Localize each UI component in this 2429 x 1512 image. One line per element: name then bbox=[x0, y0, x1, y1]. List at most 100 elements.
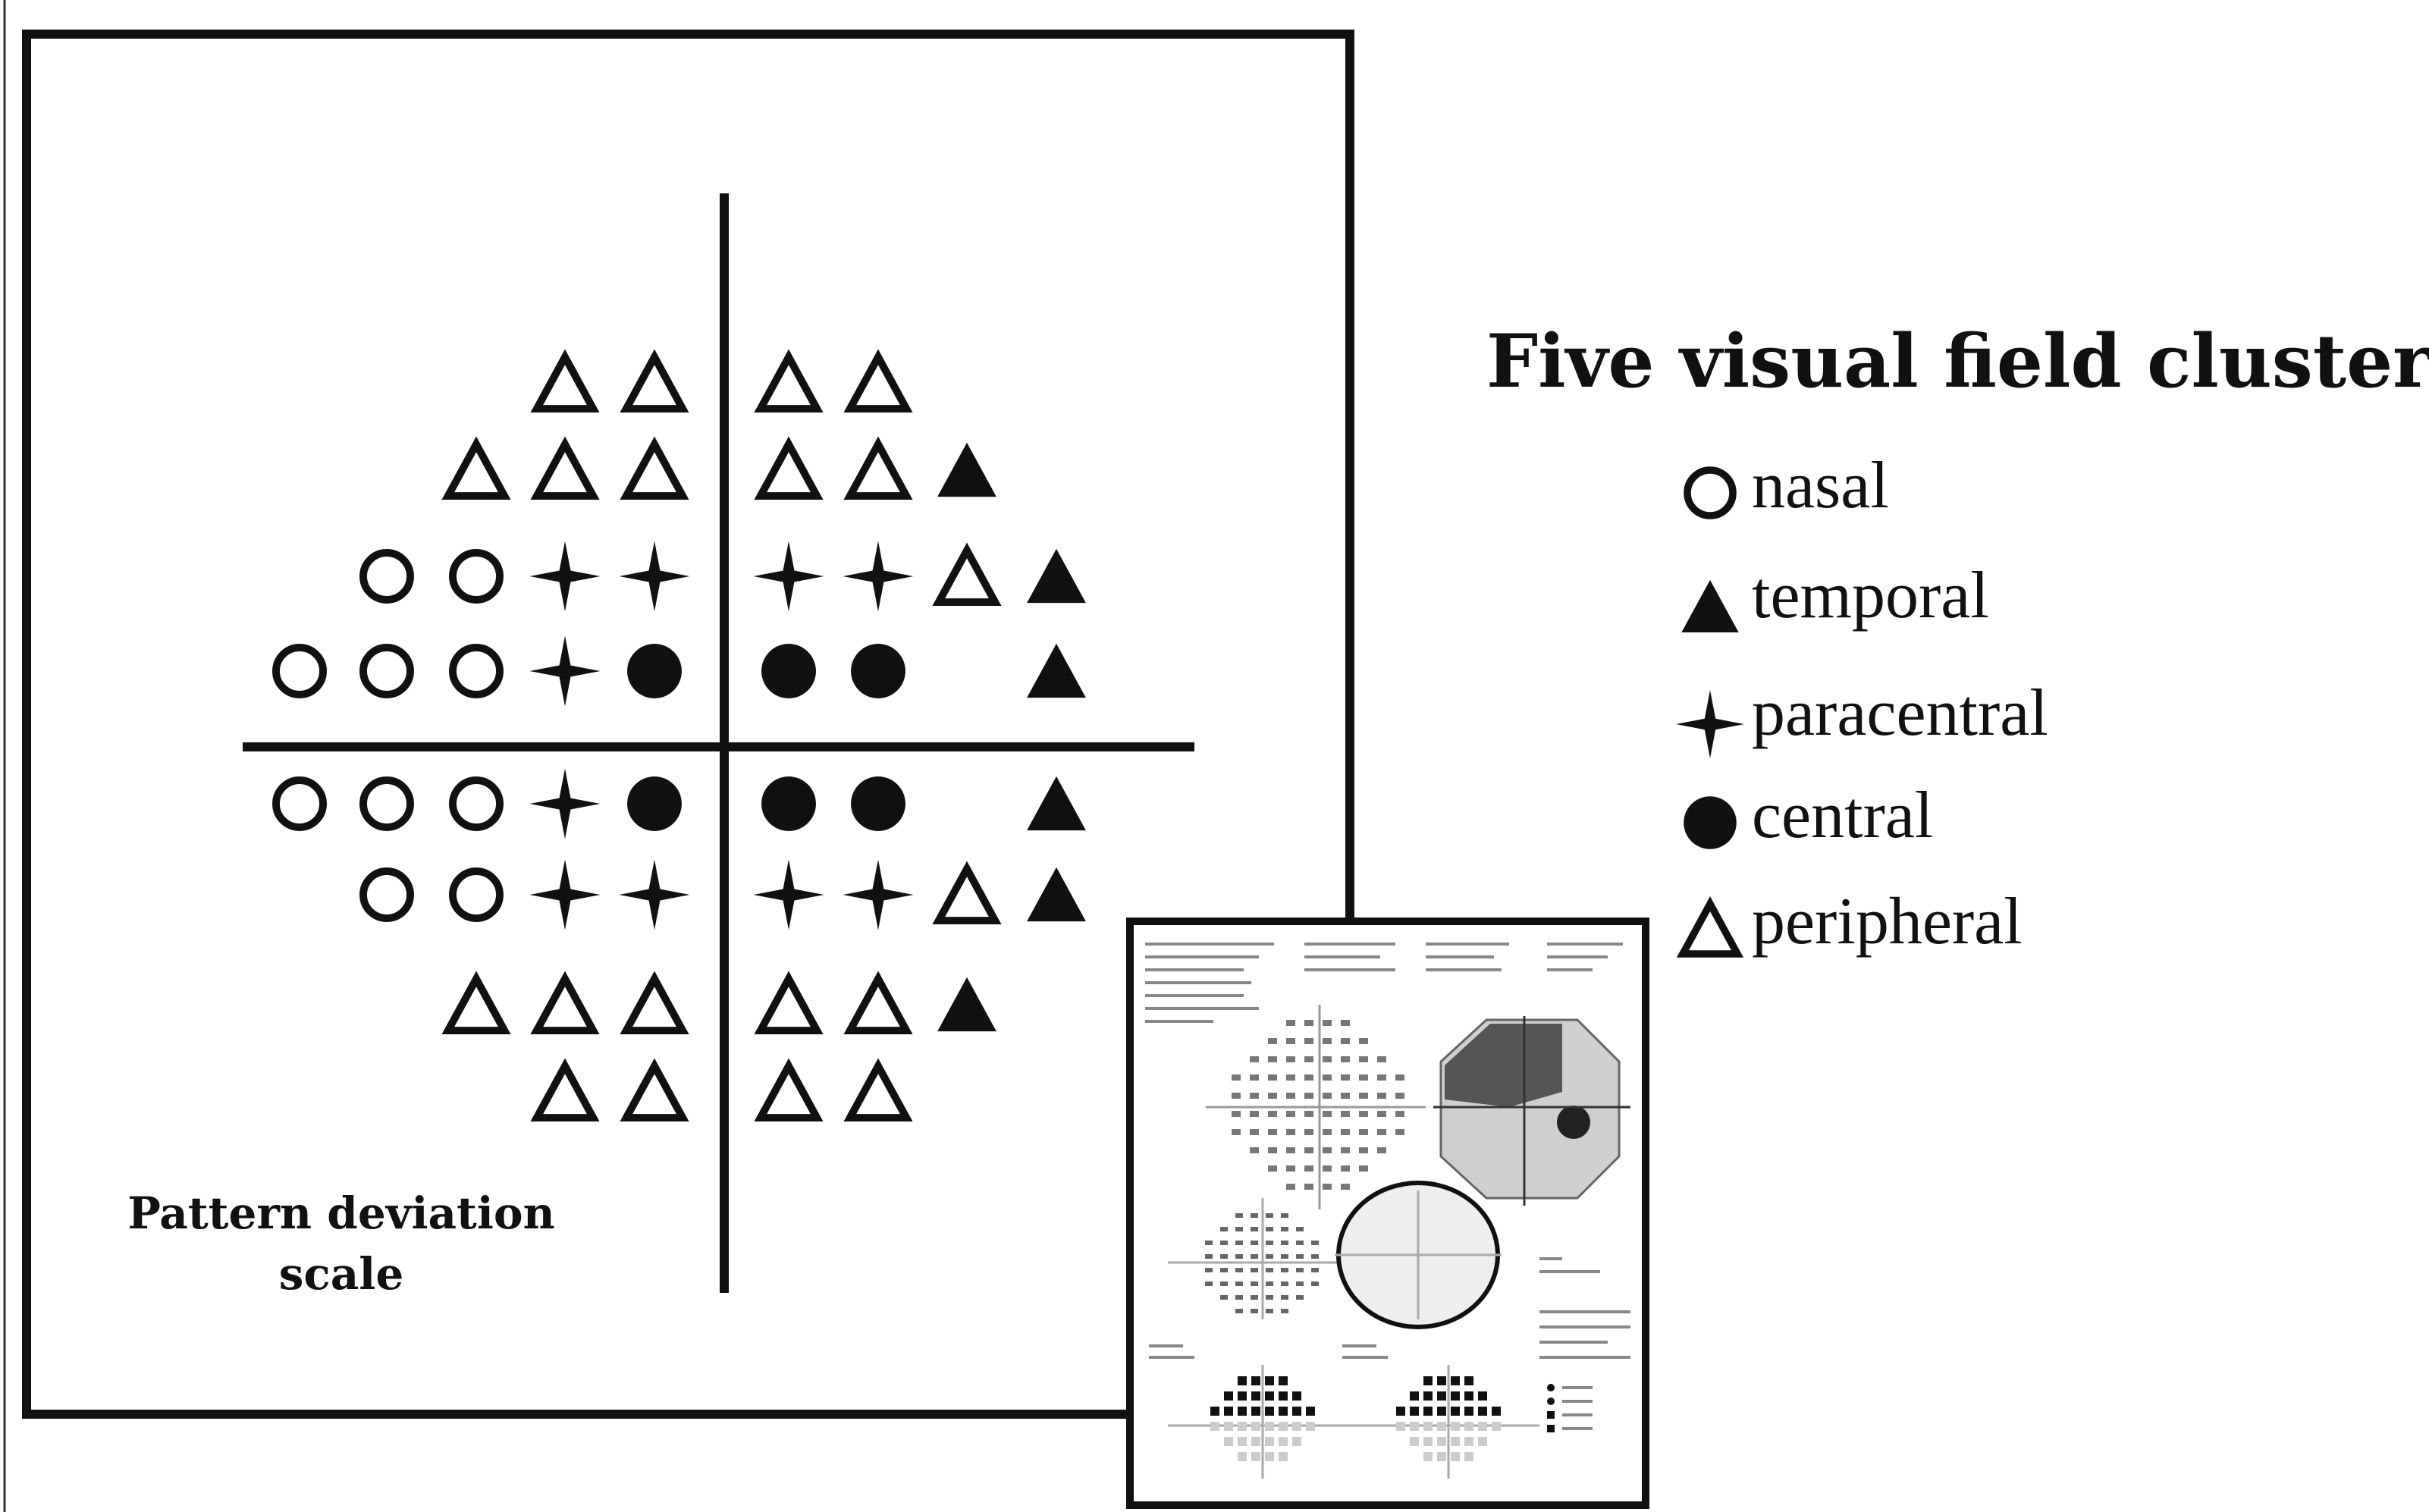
inset-value-mark bbox=[1341, 1056, 1350, 1062]
inset-value-mark bbox=[1377, 1074, 1386, 1081]
symbol-paracentral-r5-c3 bbox=[529, 859, 601, 930]
inset-value-mark bbox=[1286, 1147, 1295, 1153]
inset-value-mark bbox=[1323, 1056, 1332, 1062]
inset-probability-mark bbox=[1464, 1422, 1473, 1431]
inset-deviation-mark bbox=[1205, 1281, 1213, 1286]
symbol-temporal-r1-c7 bbox=[937, 442, 996, 497]
symbol-nasal-r4-c1 bbox=[359, 776, 414, 831]
inset-probability-mark bbox=[1238, 1391, 1247, 1401]
inset-value-mark bbox=[1232, 1129, 1241, 1135]
inset-deviation-mark bbox=[1281, 1281, 1288, 1286]
inset-probability-mark bbox=[1279, 1391, 1288, 1401]
inset-deviation-mark bbox=[1266, 1268, 1273, 1272]
inset-value-mark bbox=[1323, 1038, 1332, 1044]
pattern-deviation-caption: Pattern deviation scale bbox=[114, 1183, 569, 1304]
inset-deviation-mark bbox=[1220, 1241, 1228, 1245]
symbol-peripheral-r1-c5 bbox=[754, 436, 824, 500]
inset-value-mark bbox=[1359, 1093, 1368, 1099]
symbol-peripheral-r1-c2 bbox=[441, 436, 511, 500]
inset-value-mark bbox=[1395, 1093, 1404, 1099]
inset-probability-mark bbox=[1410, 1437, 1419, 1446]
inset-probability-mark bbox=[1251, 1437, 1260, 1446]
inset-probability-mark bbox=[1279, 1422, 1288, 1431]
inset-value-mark bbox=[1341, 1038, 1350, 1044]
inset-deviation-mark bbox=[1251, 1227, 1258, 1231]
inset-value-mark bbox=[1323, 1184, 1332, 1190]
inset-value-mark bbox=[1286, 1056, 1295, 1062]
symbol-paracentral-r2-c6 bbox=[843, 541, 914, 612]
inset-value-mark bbox=[1304, 1147, 1313, 1153]
legend-label-paracentral: paracentral bbox=[1752, 676, 2048, 750]
legend-title: Five visual field clusters: bbox=[1486, 318, 2429, 404]
symbol-peripheral-r7-c3 bbox=[530, 1058, 600, 1122]
inset-deviation-mark bbox=[1235, 1281, 1243, 1286]
symbol-nasal-r3-c0 bbox=[272, 644, 327, 698]
inset-deviation-mark bbox=[1296, 1241, 1304, 1245]
inset-probability-mark bbox=[1265, 1376, 1274, 1385]
symbol-peripheral-r6-c2 bbox=[441, 971, 511, 1035]
symbol-temporal-r3-c8 bbox=[1027, 643, 1086, 698]
inset-value-mark bbox=[1395, 1129, 1404, 1135]
inset-probability-mark bbox=[1265, 1407, 1274, 1416]
inset-value-mark bbox=[1323, 1111, 1332, 1117]
inset-probability-mark bbox=[1265, 1452, 1274, 1461]
inset-deviation-mark bbox=[1235, 1309, 1243, 1313]
symbol-central-r3-c6 bbox=[851, 644, 905, 698]
inset-value-mark bbox=[1377, 1056, 1386, 1062]
inset-deviation-mark bbox=[1311, 1254, 1319, 1259]
inset-value-mark bbox=[1377, 1147, 1386, 1153]
symbol-temporal-r2-c8 bbox=[1027, 548, 1086, 604]
inset-probability-mark bbox=[1292, 1437, 1301, 1446]
legend-central-icon bbox=[1684, 796, 1737, 849]
symbol-peripheral-r7-c4 bbox=[620, 1058, 689, 1122]
symbol-central-r3-c4 bbox=[627, 644, 682, 698]
inset-value-mark bbox=[1341, 1147, 1350, 1153]
inset-probability-mark bbox=[1251, 1422, 1260, 1431]
inset-deviation-mark bbox=[1311, 1281, 1319, 1286]
symbol-peripheral-r7-c5 bbox=[754, 1058, 824, 1122]
symbol-paracentral-r2-c3 bbox=[529, 541, 601, 612]
inset-value-mark bbox=[1268, 1093, 1277, 1099]
inset-deviation-mark bbox=[1205, 1254, 1213, 1259]
inset-probability-mark bbox=[1238, 1452, 1247, 1461]
inset-deviation-mark bbox=[1205, 1241, 1213, 1245]
inset-deviation-mark bbox=[1281, 1241, 1288, 1245]
inset-value-mark bbox=[1359, 1111, 1368, 1117]
inset-probability-mark bbox=[1396, 1407, 1405, 1416]
symbol-peripheral-r7-c6 bbox=[843, 1058, 913, 1122]
inset-deviation-mark bbox=[1220, 1254, 1228, 1259]
inset-header-lines bbox=[1145, 943, 1623, 1023]
inset-probability-mark bbox=[1210, 1422, 1219, 1431]
inset-probability-mark bbox=[1464, 1391, 1473, 1401]
inset-probability-mark bbox=[1410, 1391, 1419, 1401]
inset-deviation-mark bbox=[1281, 1213, 1288, 1218]
inset-value-mark bbox=[1341, 1074, 1350, 1081]
legend-label-central: central bbox=[1752, 779, 1934, 852]
inset-probability-mark bbox=[1464, 1437, 1473, 1446]
symbol-peripheral-r1-c4 bbox=[620, 436, 689, 500]
inset-value-mark bbox=[1268, 1038, 1277, 1044]
inset-value-mark bbox=[1323, 1074, 1332, 1081]
inset-value-mark bbox=[1395, 1074, 1404, 1081]
inset-probability-mark bbox=[1478, 1437, 1487, 1446]
inset-value-mark bbox=[1250, 1056, 1259, 1062]
inset-value-mark bbox=[1304, 1056, 1313, 1062]
inset-deviation-mark bbox=[1296, 1268, 1304, 1272]
inset-probability-mark bbox=[1478, 1391, 1487, 1401]
legend-temporal-icon bbox=[1681, 579, 1739, 632]
inset-deviation-mark bbox=[1281, 1268, 1288, 1272]
inset-probability-mark bbox=[1423, 1407, 1433, 1416]
symbol-peripheral-r1-c3 bbox=[530, 436, 600, 500]
legend-label-temporal: temporal bbox=[1752, 559, 1989, 632]
inset-probability-mark bbox=[1238, 1437, 1247, 1446]
inset-probability-mark bbox=[1224, 1407, 1233, 1416]
inset-probability-mark bbox=[1292, 1422, 1301, 1431]
symbol-central-r3-c5 bbox=[761, 644, 816, 698]
inset-probability-mark bbox=[1437, 1407, 1446, 1416]
inset-probability-mark bbox=[1224, 1391, 1233, 1401]
inset-value-mark bbox=[1286, 1074, 1295, 1081]
symbol-central-r4-c6 bbox=[851, 776, 905, 831]
inset-value-mark bbox=[1341, 1129, 1350, 1135]
symbol-temporal-r6-c7 bbox=[937, 977, 996, 1032]
inset-value-mark bbox=[1323, 1147, 1332, 1153]
